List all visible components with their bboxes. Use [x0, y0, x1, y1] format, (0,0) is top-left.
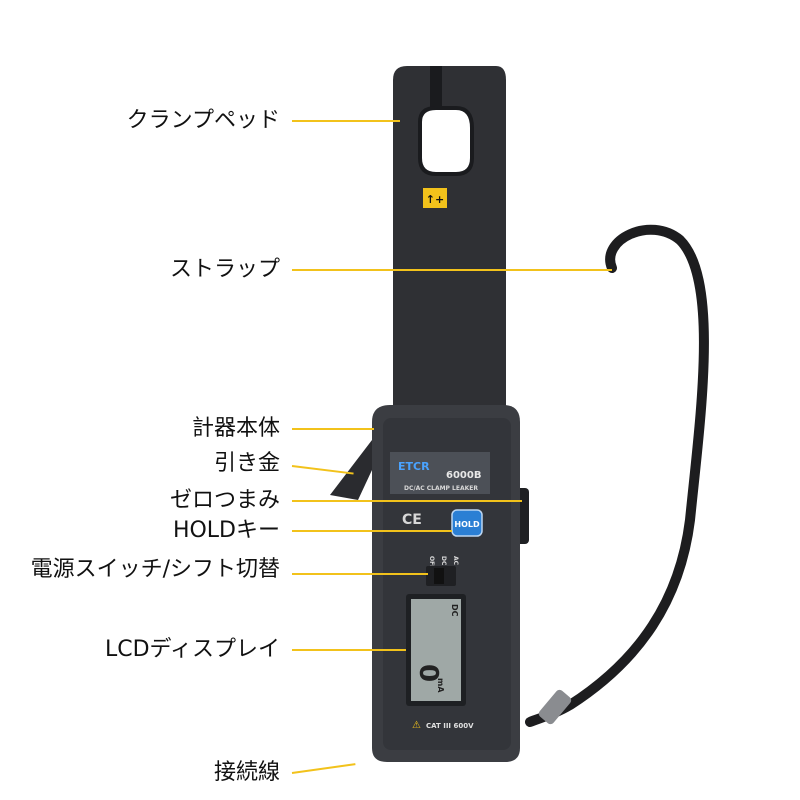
clamp-badge [423, 188, 447, 208]
model-text: 6000B [446, 470, 481, 481]
leader-clamp-pad [292, 120, 400, 122]
trigger [330, 440, 372, 500]
lcd-unit: mA [436, 678, 445, 693]
lcd-display: DC 0 mA [406, 594, 466, 706]
label-clamp-pad: クランプペッド [126, 108, 280, 133]
clamp-jaw: ↑+ [393, 66, 506, 410]
lcd-indicator: DC [450, 604, 459, 617]
strap-clip [538, 689, 572, 725]
ce-mark: CE [402, 512, 422, 528]
leader-meter-body [292, 428, 374, 430]
leader-hold-key [292, 530, 452, 532]
label-lcd-display: LCDディスプレイ [104, 637, 280, 662]
label-power-switch: 電源スイッチ/シフト切替 [30, 557, 280, 582]
subtitle-text: DC/AC CLAMP LEAKER [404, 485, 478, 492]
lcd-reading: 0 [413, 664, 443, 682]
leader-lcd-display [292, 649, 406, 651]
label-trigger: 引き金 [213, 451, 280, 476]
label-meter-body: 計器本体 [191, 416, 280, 441]
switch-ac-label: AC [452, 556, 459, 566]
leader-power-switch [292, 573, 428, 575]
strap [525, 224, 709, 727]
label-zero-knob: ゼロつまみ [169, 488, 280, 513]
power-switch[interactable] [426, 566, 456, 586]
hold-button[interactable]: HOLD [451, 509, 483, 537]
switch-dc-label: DC [440, 556, 447, 566]
warning-icon: ⚠ [412, 720, 421, 731]
switch-off-label: OFF [428, 556, 435, 569]
leader-zero-knob [292, 500, 522, 502]
label-panel [390, 452, 490, 494]
warning-label: CAT III 600V [426, 722, 474, 730]
brand-text: ETCR [398, 460, 430, 473]
hold-button-label: HOLD [454, 520, 480, 529]
label-hold-key: HOLDキー [172, 518, 280, 543]
clamp-badge-text: ↑+ [426, 193, 444, 206]
clamp-pad [418, 106, 474, 176]
label-strap: ストラップ [169, 257, 280, 282]
label-connection-cable: 接続線 [213, 760, 280, 785]
leader-strap [292, 269, 612, 271]
